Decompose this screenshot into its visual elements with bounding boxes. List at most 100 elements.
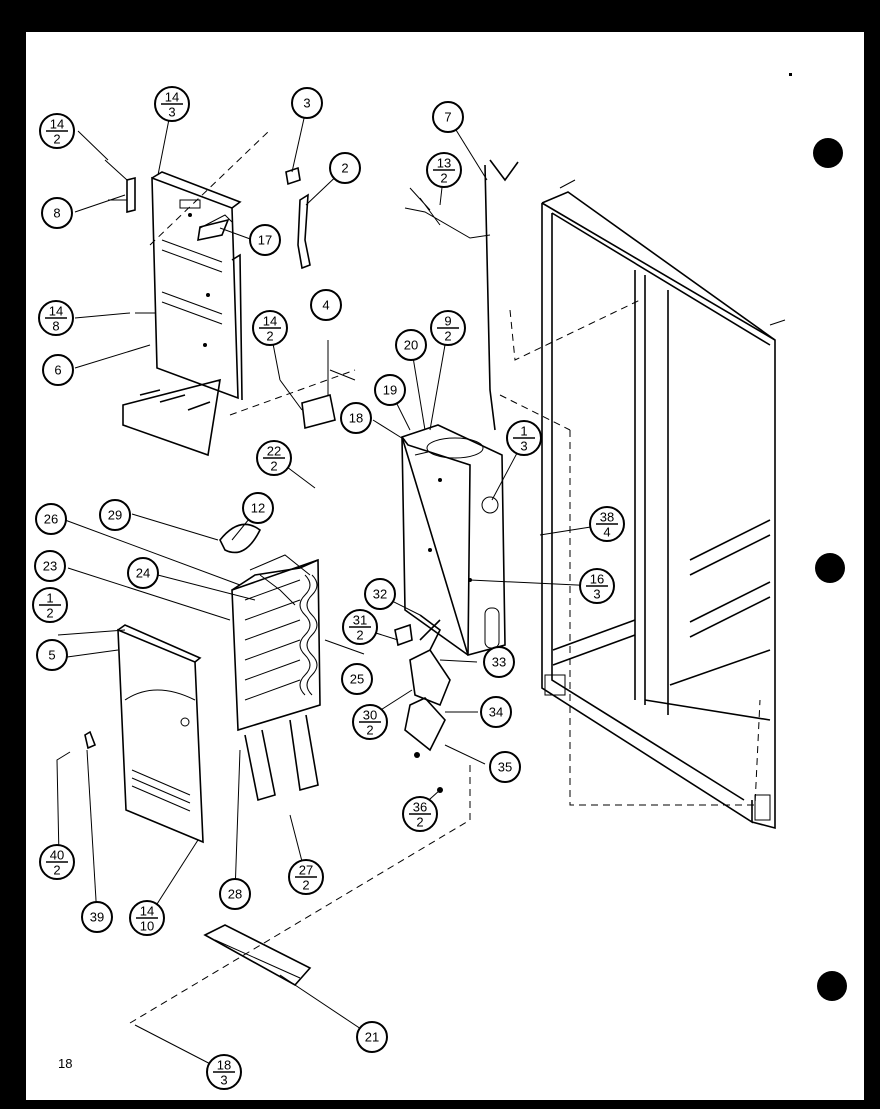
callout-part-number: 5	[48, 648, 55, 663]
callout-page-ref: 2	[266, 329, 273, 344]
callout-circle	[81, 901, 113, 933]
drawing-frame	[24, 30, 866, 1102]
callout-page-ref: 2	[440, 171, 447, 186]
callout-19: 19	[374, 374, 406, 406]
callout-part-number: 28	[228, 887, 242, 902]
callout-3: 3	[291, 87, 323, 119]
callout-circle	[480, 696, 512, 728]
callout-part-number: 18	[349, 411, 363, 426]
callout-part-number: 2	[341, 161, 348, 176]
callout-part-number: 14	[140, 904, 154, 919]
callout-part-number: 38	[600, 510, 614, 525]
callout-part-number: 3	[303, 96, 310, 111]
callout-circle	[341, 663, 373, 695]
callout-5: 5	[36, 639, 68, 671]
callout-part-number: 14	[50, 117, 64, 132]
evaporator-coil	[219, 523, 321, 802]
callout-18: 18	[340, 402, 372, 434]
callout-25: 25	[341, 663, 373, 695]
callout-part-number: 14	[165, 90, 179, 105]
callout-7: 7	[432, 101, 464, 133]
callout-17: 17	[249, 224, 281, 256]
part-4-bracket	[301, 393, 336, 430]
callout-circle	[489, 751, 521, 783]
callout-page-ref: 2	[356, 628, 363, 643]
leader-lines	[56, 103, 599, 1071]
callout-circle	[356, 1021, 388, 1053]
callout-circle	[127, 557, 159, 589]
callout-circle	[42, 354, 74, 386]
callout-26: 26	[35, 503, 67, 535]
callout-part-number: 35	[498, 760, 512, 775]
callout-circle	[291, 87, 323, 119]
callout-6: 6	[42, 354, 74, 386]
callout-page-ref: 2	[270, 459, 277, 474]
callout-part-number: 20	[404, 338, 418, 353]
drain-trough	[203, 924, 312, 987]
callout-21: 21	[356, 1021, 388, 1053]
callout-page-ref: 3	[520, 439, 527, 454]
callout-page-ref: 2	[302, 878, 309, 893]
callout-part-number: 31	[353, 613, 367, 628]
callout-27-2: 272	[288, 859, 324, 895]
callout-circle	[219, 878, 251, 910]
callout-1-2: 12	[32, 587, 68, 623]
air-duct-panel	[104, 159, 243, 457]
callout-part-number: 33	[492, 655, 506, 670]
callout-18-3: 183	[206, 1054, 242, 1090]
part-17-clip	[197, 218, 230, 242]
callout-page-ref: 2	[53, 863, 60, 878]
callout-part-number: 23	[43, 559, 57, 574]
callout-part-number: 7	[444, 110, 451, 125]
callout-29: 29	[99, 499, 131, 531]
callout-part-number: 21	[365, 1030, 379, 1045]
punch-hole-top	[813, 138, 843, 168]
callout-13-2: 132	[426, 152, 462, 188]
callout-part-number: 39	[90, 910, 104, 925]
callout-part-number: 1	[520, 424, 527, 439]
callout-circle	[36, 639, 68, 671]
callout-14-2b: 142	[252, 310, 288, 346]
callout-circle	[340, 402, 372, 434]
rear-panel	[117, 624, 204, 844]
callout-circle	[242, 492, 274, 524]
callout-circle	[432, 101, 464, 133]
callout-part-number: 13	[437, 156, 451, 171]
scan-border-right	[866, 0, 880, 1109]
callout-circle	[395, 329, 427, 361]
callout-part-number: 14	[49, 304, 63, 319]
callout-circle	[99, 499, 131, 531]
callout-8: 8	[41, 197, 73, 229]
callout-38-4: 384	[589, 506, 625, 542]
callout-page-ref: 2	[53, 132, 60, 147]
callout-2: 2	[329, 152, 361, 184]
callout-circle	[41, 197, 73, 229]
callout-34: 34	[480, 696, 512, 728]
callout-part-number: 29	[108, 508, 122, 523]
callout-page-ref: 10	[140, 919, 154, 934]
callout-14-8: 148	[38, 300, 74, 336]
callout-part-number: 22	[267, 444, 281, 459]
punch-hole-middle	[815, 553, 845, 583]
callout-35: 35	[489, 751, 521, 783]
part-7-wiring	[484, 164, 496, 431]
callout-circle	[329, 152, 361, 184]
callout-page-ref: 3	[593, 587, 600, 602]
callout-24: 24	[127, 557, 159, 589]
callout-page-ref: 3	[168, 105, 175, 120]
callout-part-number: 18	[217, 1058, 231, 1073]
part-3-block	[285, 166, 301, 186]
callout-part-number: 26	[44, 512, 58, 527]
callout-part-number: 24	[136, 566, 150, 581]
callout-circle	[34, 550, 66, 582]
callout-22-2: 222	[256, 440, 292, 476]
callout-circle	[374, 374, 406, 406]
callout-part-number: 17	[258, 233, 272, 248]
callout-30-2: 302	[352, 704, 388, 740]
callout-16-3: 163	[579, 568, 615, 604]
callout-page-ref: 3	[220, 1073, 227, 1088]
callout-part-number: 12	[251, 501, 265, 516]
callout-31-2: 312	[342, 609, 378, 645]
